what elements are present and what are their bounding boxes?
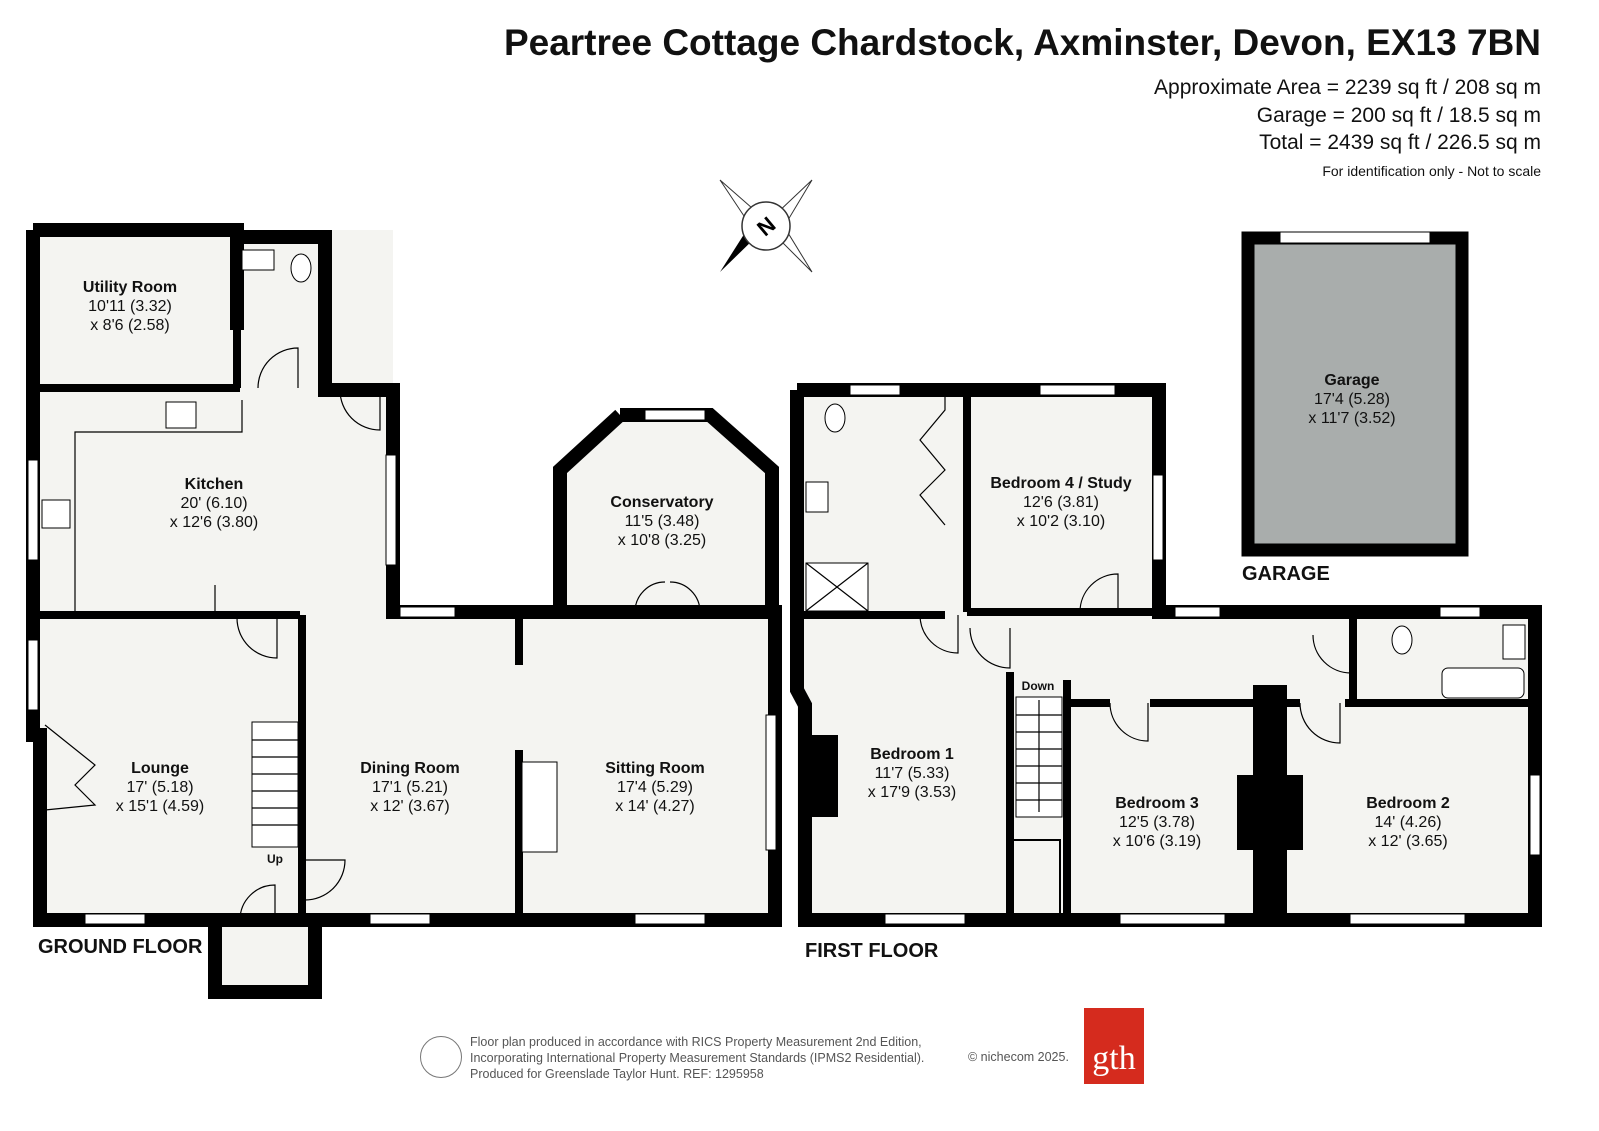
person-icon — [420, 1036, 462, 1078]
svg-text:Kitchen: Kitchen — [185, 476, 244, 493]
room-bedroom-4: Bedroom 4 / Study 12'6 (3.81) x 10'2 (3.… — [990, 475, 1131, 530]
svg-text:x 12' (3.67): x 12' (3.67) — [370, 798, 450, 815]
svg-text:x 12'6 (3.80): x 12'6 (3.80) — [170, 514, 258, 531]
toilet-icon — [1391, 625, 1413, 655]
svg-text:Bedroom 1: Bedroom 1 — [870, 746, 954, 763]
door-icon — [339, 389, 381, 431]
first-floor-plan: Down Bedroom 4 / Study 12'6 (3.81) x 10'… — [790, 383, 1542, 962]
sink-icon — [41, 499, 71, 529]
french-doors-icon — [634, 581, 701, 613]
bath-icon — [1441, 667, 1525, 699]
svg-text:17' (5.18): 17' (5.18) — [126, 779, 193, 796]
svg-text:x 10'2 (3.10): x 10'2 (3.10) — [1017, 513, 1105, 530]
svg-text:Sitting Room: Sitting Room — [605, 760, 705, 777]
svg-text:Lounge: Lounge — [131, 760, 189, 777]
room-conservatory: Conservatory 11'5 (3.48) x 10'8 (3.25) — [610, 494, 713, 549]
toilet-icon — [824, 403, 846, 433]
svg-text:14' (4.26): 14' (4.26) — [1374, 814, 1441, 831]
svg-text:x 12' (3.65): x 12' (3.65) — [1368, 833, 1448, 850]
svg-text:x 8'6 (2.58): x 8'6 (2.58) — [90, 317, 170, 334]
door-icon — [969, 627, 1011, 669]
room-utility: Utility Room 10'11 (3.32) x 8'6 (2.58) — [83, 279, 177, 334]
ground-floor-plan: Up Utility Room 10'11 (3.32) x 8'6 (2.58… — [26, 223, 782, 999]
fireplace — [521, 761, 558, 853]
svg-text:x 10'6 (3.19): x 10'6 (3.19) — [1113, 833, 1201, 850]
shower-icon — [805, 562, 869, 612]
footer-text: Floor plan produced in accordance with R… — [470, 1034, 924, 1082]
room-bedroom-1: Bedroom 1 11'7 (5.33) x 17'9 (3.53) — [868, 746, 956, 801]
svg-text:x 15'1 (4.59): x 15'1 (4.59) — [116, 798, 204, 815]
room-bedroom-2: Bedroom 2 14' (4.26) x 12' (3.65) — [1366, 795, 1450, 850]
room-lounge: Lounge 17' (5.18) x 15'1 (4.59) — [116, 760, 204, 815]
cupboard — [1009, 839, 1061, 917]
door-icon — [239, 884, 276, 921]
garage-label: GARAGE — [1242, 563, 1330, 585]
total-area: Total = 2439 sq ft / 226.5 sq m — [1259, 131, 1541, 154]
svg-text:11'7 (5.33): 11'7 (5.33) — [875, 765, 950, 782]
compass-icon: N — [719, 179, 813, 273]
svg-text:x 11'7 (3.52): x 11'7 (3.52) — [1308, 410, 1395, 427]
ground-floor-label: GROUND FLOOR — [38, 936, 203, 958]
stairs-down — [1015, 696, 1063, 818]
svg-text:17'1 (5.21): 17'1 (5.21) — [372, 779, 448, 796]
first-floor-label: FIRST FLOOR — [805, 940, 939, 962]
svg-text:Conservatory: Conservatory — [610, 494, 713, 511]
approximate-area: Approximate Area = 2239 sq ft / 208 sq m — [1154, 76, 1541, 99]
chimney-breast — [1237, 775, 1303, 850]
footer-line-3: Produced for Greenslade Taylor Hunt. REF… — [470, 1067, 764, 1081]
basin-icon — [805, 481, 829, 513]
room-bedroom-3: Bedroom 3 12'5 (3.78) x 10'6 (3.19) — [1113, 795, 1201, 850]
door-icon — [919, 614, 959, 654]
chimney-breast — [808, 735, 838, 817]
svg-text:12'5 (3.78): 12'5 (3.78) — [1119, 814, 1195, 831]
svg-text:Garage: Garage — [1324, 372, 1379, 389]
room-dining: Dining Room 17'1 (5.21) x 12' (3.67) — [360, 760, 460, 815]
door-icon — [257, 347, 299, 389]
door-icon — [1299, 702, 1341, 744]
basin-icon — [241, 249, 275, 271]
door-icon — [1079, 573, 1119, 613]
cupboard-icon — [44, 724, 97, 811]
svg-text:Bedroom 4 / Study: Bedroom 4 / Study — [990, 475, 1131, 492]
room-garage: Garage 17'4 (5.28) x 11'7 (3.52) — [1308, 372, 1395, 427]
svg-text:11'5 (3.48): 11'5 (3.48) — [625, 513, 700, 530]
svg-text:20' (6.10): 20' (6.10) — [180, 495, 247, 512]
door-icon — [304, 859, 346, 901]
stairs-up — [251, 721, 299, 848]
svg-text:Dining Room: Dining Room — [360, 760, 460, 777]
basin-icon — [1502, 624, 1526, 660]
footer-line-1: Floor plan produced in accordance with R… — [470, 1035, 922, 1049]
footer-line-2: Incorporating International Property Mea… — [470, 1051, 925, 1065]
room-kitchen: Kitchen 20' (6.10) x 12'6 (3.80) — [170, 476, 258, 531]
copyright: © nichecom 2025. — [968, 1050, 1069, 1064]
room-sitting: Sitting Room 17'4 (5.29) x 14' (4.27) — [605, 760, 705, 815]
property-title: Peartree Cottage Chardstock, Axminster, … — [503, 22, 1541, 63]
garage-plan: Garage 17'4 (5.28) x 11'7 (3.52) GARAGE — [1241, 231, 1469, 585]
stairs-up-label: Up — [267, 852, 283, 866]
svg-text:Utility Room: Utility Room — [83, 279, 177, 296]
wardrobe-icon — [919, 395, 946, 526]
svg-text:17'4 (5.28): 17'4 (5.28) — [1314, 391, 1390, 408]
scale-note: For identification only - Not to scale — [1322, 163, 1541, 179]
garage-area: Garage = 200 sq ft / 18.5 sq m — [1256, 104, 1541, 127]
toilet-icon — [290, 253, 312, 283]
svg-text:x 14' (4.27): x 14' (4.27) — [615, 798, 695, 815]
door-icon — [1109, 702, 1149, 742]
svg-text:x 17'9 (3.53): x 17'9 (3.53) — [868, 784, 956, 801]
door-icon — [236, 617, 278, 659]
svg-text:Bedroom 2: Bedroom 2 — [1366, 795, 1450, 812]
gth-logo: gth — [1084, 1008, 1144, 1084]
svg-text:Bedroom 3: Bedroom 3 — [1115, 795, 1199, 812]
svg-text:12'6 (3.81): 12'6 (3.81) — [1023, 494, 1099, 511]
hob-icon — [165, 401, 197, 429]
svg-text:x 10'8 (3.25): x 10'8 (3.25) — [618, 532, 706, 549]
door-icon — [1312, 634, 1352, 674]
svg-text:10'11 (3.32): 10'11 (3.32) — [88, 298, 172, 315]
svg-text:17'4 (5.29): 17'4 (5.29) — [617, 779, 693, 796]
stairs-down-label: Down — [1022, 679, 1055, 693]
